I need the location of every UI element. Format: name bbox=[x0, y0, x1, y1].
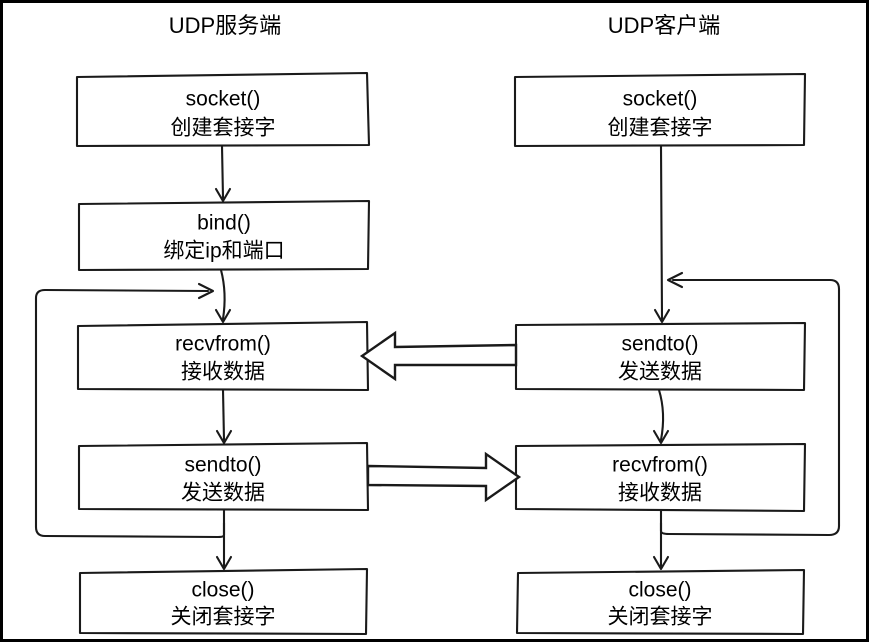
node-api-label: close() bbox=[191, 579, 254, 602]
node-api-label: sendto() bbox=[184, 454, 261, 477]
node-desc-label: 接收数据 bbox=[618, 482, 702, 505]
connector-client-socket-to-sendto bbox=[653, 144, 671, 324]
node-server-socket[interactable]: socket() 创建套接字 bbox=[75, 71, 371, 148]
column-title-server: UDP服务端 bbox=[169, 13, 281, 38]
node-desc-label: 发送数据 bbox=[181, 482, 265, 505]
node-api-label: socket() bbox=[186, 88, 261, 111]
connector-client-sendto-to-recvfrom bbox=[652, 388, 670, 445]
connector-client-send-to-server-recv bbox=[359, 330, 518, 382]
node-client-recvfrom[interactable]: recvfrom() 接收数据 bbox=[514, 442, 807, 513]
node-client-close[interactable]: close() 关闭套接字 bbox=[515, 568, 806, 636]
connector-server-loop-back bbox=[34, 282, 226, 539]
column-title-client: UDP客户端 bbox=[608, 13, 720, 38]
node-api-label: close() bbox=[628, 579, 691, 602]
node-api-label: sendto() bbox=[621, 333, 698, 356]
node-api-label: recvfrom() bbox=[175, 333, 271, 356]
node-api-label: recvfrom() bbox=[612, 454, 708, 477]
connector-server-recvfrom-to-sendto bbox=[215, 388, 233, 445]
node-desc-label: 关闭套接字 bbox=[608, 606, 713, 629]
connector-client-loop-back bbox=[659, 271, 841, 537]
node-desc-label: 创建套接字 bbox=[608, 117, 713, 140]
node-desc-label: 创建套接字 bbox=[171, 117, 276, 140]
node-server-sendto[interactable]: sendto() 发送数据 bbox=[77, 441, 370, 512]
node-desc-label: 接收数据 bbox=[181, 361, 265, 384]
node-desc-label: 关闭套接字 bbox=[171, 606, 276, 629]
node-server-bind[interactable]: bind() 绑定ip和端口 bbox=[77, 199, 371, 272]
connector-server-socket-to-bind bbox=[214, 144, 232, 203]
connector-client-recvfrom-to-close bbox=[652, 509, 670, 571]
node-desc-label: 发送数据 bbox=[618, 361, 702, 384]
udp-flow-diagram: UDP服务端 UDP客户端 socket() 创建套接字 bind() 绑定ip… bbox=[34, 13, 841, 636]
node-api-label: socket() bbox=[623, 88, 698, 111]
node-api-label: bind() bbox=[197, 212, 251, 235]
node-server-recvfrom[interactable]: recvfrom() 接收数据 bbox=[76, 320, 370, 392]
node-client-sendto[interactable]: sendto() 发送数据 bbox=[514, 321, 807, 392]
node-client-socket[interactable]: socket() 创建套接字 bbox=[513, 72, 807, 148]
node-server-close[interactable]: close() 关闭套接字 bbox=[78, 567, 369, 636]
connector-server-sendto-to-close bbox=[215, 508, 233, 571]
connector-server-bind-to-recvfrom bbox=[214, 268, 232, 324]
connector-server-send-to-client-recv bbox=[366, 451, 522, 503]
node-desc-label: 绑定ip和端口 bbox=[163, 240, 284, 263]
